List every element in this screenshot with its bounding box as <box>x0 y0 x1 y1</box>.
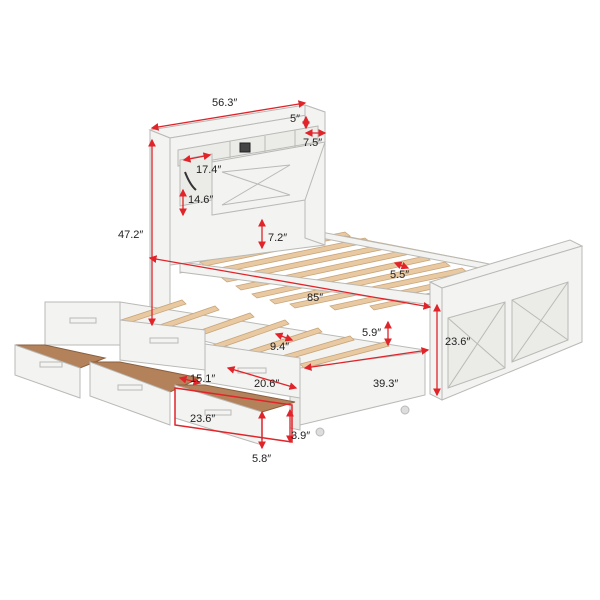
headboard-to-slats-label: 7.2″ <box>268 232 288 244</box>
drawer-depth-label: 23.6″ <box>190 413 216 425</box>
shelf-depth-label: 5″ <box>290 113 301 125</box>
slat-gap-label: 5.5″ <box>390 269 410 281</box>
drawer-width-label: 15.1″ <box>190 373 216 385</box>
cabinet-height-label: 14.6″ <box>188 194 214 206</box>
trundle-width-label: 20.6″ <box>254 378 280 390</box>
trundle-length-label: 39.3″ <box>373 378 399 390</box>
bed-length-label: 85″ <box>307 292 324 304</box>
trundle-slat-gap-label: 9.4″ <box>270 341 290 353</box>
headboard-width-label: 56.3″ <box>212 97 238 109</box>
footboard <box>428 239 584 401</box>
drawer-clearance-label: 5.8″ <box>252 453 272 465</box>
footboard-height-label: 23.6″ <box>445 336 471 348</box>
cabinet-width-label: 17.4″ <box>196 164 222 176</box>
headboard-depth-label: 7.5″ <box>303 137 323 149</box>
headboard-height-label: 47.2″ <box>118 229 144 241</box>
drawer-height-label: 3.9″ <box>291 430 311 442</box>
dimension-lines <box>148 100 441 450</box>
trundle-clearance-label: 5.9″ <box>362 327 382 339</box>
